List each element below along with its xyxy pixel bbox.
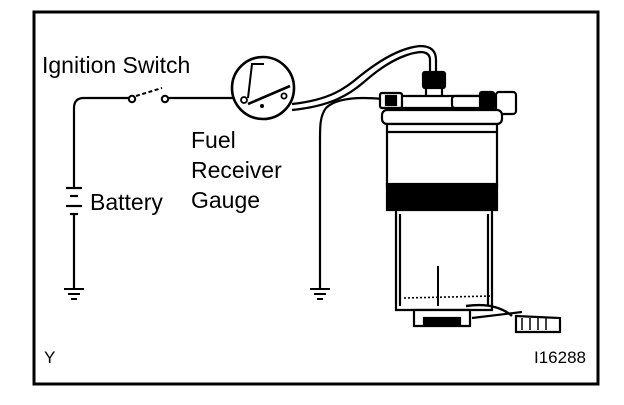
wire-gauge-to-sender-2 (291, 50, 432, 112)
wire-battery-to-switch (72, 96, 130, 188)
figure-id: I16288 (534, 348, 586, 367)
ground-symbol-battery (64, 288, 84, 300)
ignition-switch-symbol (127, 87, 170, 104)
battery-label: Battery (90, 189, 163, 215)
fuel-sender-unit (378, 70, 562, 334)
circuit-wiring (72, 44, 438, 288)
diagram-frame (32, 10, 600, 386)
wire-sender-ground (318, 96, 393, 288)
wire-gauge-to-sender (291, 44, 438, 106)
gauge-label-line-2: Receiver (191, 157, 282, 183)
gauge-label-line-1: Fuel (191, 127, 236, 153)
ground-symbol-sender (310, 288, 330, 300)
corner-code: Y (44, 348, 55, 367)
battery-symbol (66, 186, 82, 216)
ignition-switch-label: Ignition Switch (42, 52, 190, 78)
fuel-receiver-gauge (230, 55, 296, 121)
gauge-label-line-3: Gauge (191, 187, 260, 213)
